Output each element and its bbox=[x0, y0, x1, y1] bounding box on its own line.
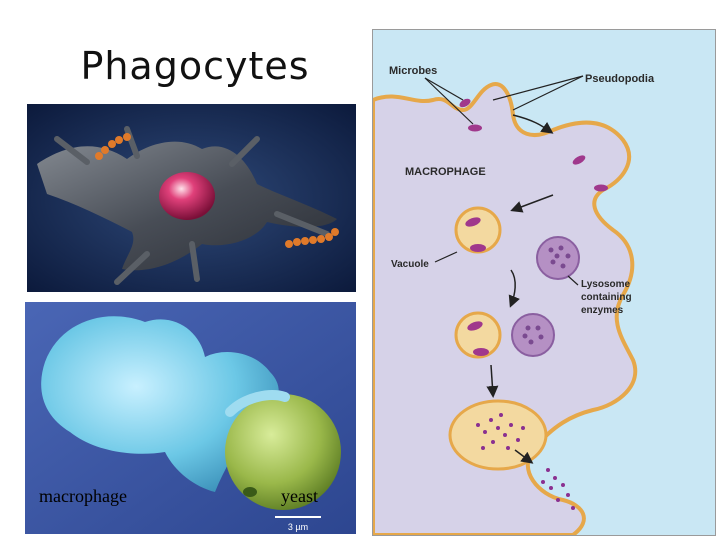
label-pseudopodia: Pseudopodia bbox=[585, 73, 655, 85]
phagocytosis-diagram: Microbes Pseudopodia MACROPHAGE Vacuole … bbox=[372, 29, 716, 536]
phagocytosis-diagram-svg: Microbes Pseudopodia MACROPHAGE Vacuole … bbox=[373, 30, 715, 535]
slide-title: Phagocytes bbox=[80, 44, 310, 88]
sem-photo-macrophage-bacteria bbox=[27, 104, 356, 292]
label-lysosome-line3: enzymes bbox=[581, 305, 624, 316]
sem-photo-image: 3 µm bbox=[25, 302, 356, 534]
label-lysosome-line1: Lysosome bbox=[581, 279, 631, 290]
sem-photo-macrophage-yeast: 3 µm macrophage yeast bbox=[25, 302, 356, 534]
label-macrophage: MACROPHAGE bbox=[405, 166, 486, 178]
sem-photo-image bbox=[27, 104, 356, 292]
label-microbes: Microbes bbox=[389, 65, 437, 77]
label-vacuole: Vacuole bbox=[391, 259, 429, 270]
yeast-label: yeast bbox=[281, 486, 318, 506]
label-lysosome-line2: containing bbox=[581, 292, 632, 303]
macrophage-label: macrophage bbox=[39, 486, 127, 506]
scale-bar-label: 3 µm bbox=[288, 522, 308, 532]
